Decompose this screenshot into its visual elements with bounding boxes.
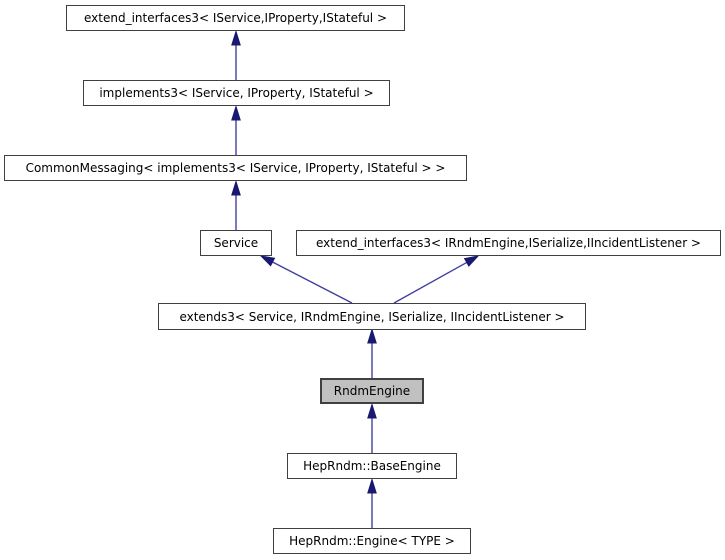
class-node-extend-interfaces3-iservice[interactable]: extend_interfaces3< IService,IProperty,I… xyxy=(66,5,405,31)
class-node-service[interactable]: Service xyxy=(200,230,272,256)
inheritance-arrow-rndmengine-to-extends3 xyxy=(367,327,377,378)
inheritance-arrow-implements3-to-extend-interfaces3 xyxy=(231,29,241,80)
class-node-rndmengine-selected: RndmEngine xyxy=(320,378,424,404)
class-node-extend-interfaces3-irndmengine[interactable]: extend_interfaces3< IRndmEngine,ISeriali… xyxy=(296,230,721,256)
inheritance-arrow-engine-to-baseengine xyxy=(367,477,377,528)
inheritance-arrow-extends3-to-service xyxy=(259,255,353,304)
inheritance-arrow-commonmessaging-to-implements3 xyxy=(231,104,241,155)
class-node-heprndm-baseengine[interactable]: HepRndm::BaseEngine xyxy=(287,453,457,479)
inheritance-arrow-baseengine-to-rndmengine xyxy=(367,402,377,453)
class-node-extends3[interactable]: extends3< Service, IRndmEngine, ISeriali… xyxy=(158,303,586,330)
class-node-implements3[interactable]: implements3< IService, IProperty, IState… xyxy=(83,80,390,106)
inheritance-arrow-extends3-to-extend-interfaces3-irndmengine xyxy=(393,255,480,304)
class-node-commonmessaging[interactable]: CommonMessaging< implements3< IService, … xyxy=(4,155,467,181)
inheritance-arrow-service-to-commonmessaging xyxy=(231,179,241,230)
class-node-heprndm-engine-type[interactable]: HepRndm::Engine< TYPE > xyxy=(273,528,471,554)
